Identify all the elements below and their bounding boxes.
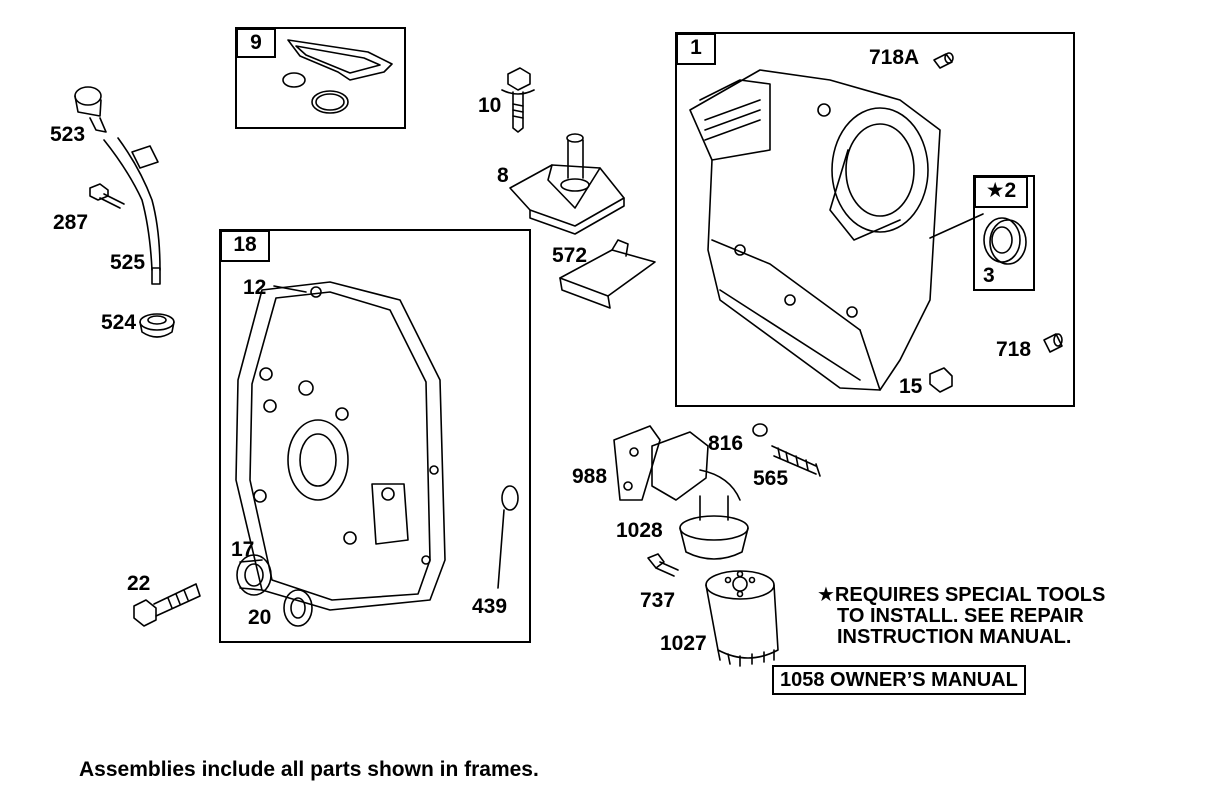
part-3-label: 3	[983, 264, 995, 287]
frame-18	[219, 229, 531, 643]
part-525-label: 525	[110, 251, 146, 274]
part-439-label: 439	[472, 595, 508, 618]
frame-2-tag: ★2	[974, 176, 1028, 208]
part-988-label: 988	[572, 465, 608, 488]
stud-565-drawing	[771, 445, 821, 477]
frame-18-tag: 18	[220, 230, 270, 262]
seal-2-drawing	[983, 217, 1027, 265]
plug-524-drawing	[139, 313, 175, 338]
plug-15-drawing	[929, 367, 953, 393]
pins-drawing	[933, 52, 1063, 353]
oring-439-drawing	[497, 485, 519, 589]
mount-8-drawing	[509, 133, 625, 235]
washer-816-drawing	[752, 423, 768, 437]
screw-287-drawing	[89, 183, 125, 209]
gasket-set-drawing	[282, 39, 393, 114]
part-12-label: 12	[243, 276, 267, 299]
frame-1	[675, 32, 1075, 407]
owners-manual-box: 1058 OWNER’S MANUAL	[772, 665, 1026, 695]
note-line-1: ★REQUIRES SPECIAL TOOLS	[817, 584, 1106, 606]
part-718-label: 718	[996, 338, 1032, 361]
part-572-label: 572	[552, 244, 588, 267]
part-1028-label: 1028	[616, 519, 663, 542]
oil-filter-1027-drawing	[705, 570, 779, 667]
dipstick-drawing	[74, 86, 161, 285]
note-line-2: TO INSTALL. SEE REPAIR	[837, 605, 1084, 627]
footer-note: Assemblies include all parts shown in fr…	[79, 758, 539, 781]
part-524-label: 524	[101, 311, 137, 334]
screw-737-drawing	[647, 553, 679, 577]
special-tools-note: ★REQUIRES SPECIAL TOOLS TO INSTALL. SEE …	[817, 585, 1105, 648]
part-1027-label: 1027	[660, 632, 707, 655]
bearing-17-drawing	[236, 554, 272, 596]
leader-12	[273, 285, 307, 293]
frame-9	[235, 27, 406, 129]
part-20-label: 20	[248, 606, 272, 629]
part-737-label: 737	[640, 589, 676, 612]
part-15-label: 15	[899, 375, 923, 398]
bracket-572-drawing	[559, 239, 656, 309]
seal-20-drawing	[283, 589, 313, 627]
bolt-10-drawing	[501, 67, 535, 133]
part-10-label: 10	[478, 94, 502, 117]
part-22-label: 22	[127, 572, 151, 595]
part-816-label: 816	[708, 432, 744, 455]
part-523-label: 523	[50, 123, 86, 146]
part-17-label: 17	[231, 538, 255, 561]
part-8-label: 8	[497, 164, 509, 187]
oil-filter-adapter-drawing	[613, 425, 749, 560]
note-line-3: INSTRUCTION MANUAL.	[837, 626, 1072, 648]
part-718A-label: 718A	[869, 46, 920, 69]
frame-9-tag: 9	[236, 28, 276, 58]
part-565-label: 565	[753, 467, 789, 490]
bolt-22-drawing	[133, 583, 201, 627]
frame-1-tag: 1	[676, 33, 716, 65]
engine-block-drawing	[689, 69, 941, 391]
part-287-label: 287	[53, 211, 89, 234]
crankcase-cover-drawing	[235, 281, 446, 611]
